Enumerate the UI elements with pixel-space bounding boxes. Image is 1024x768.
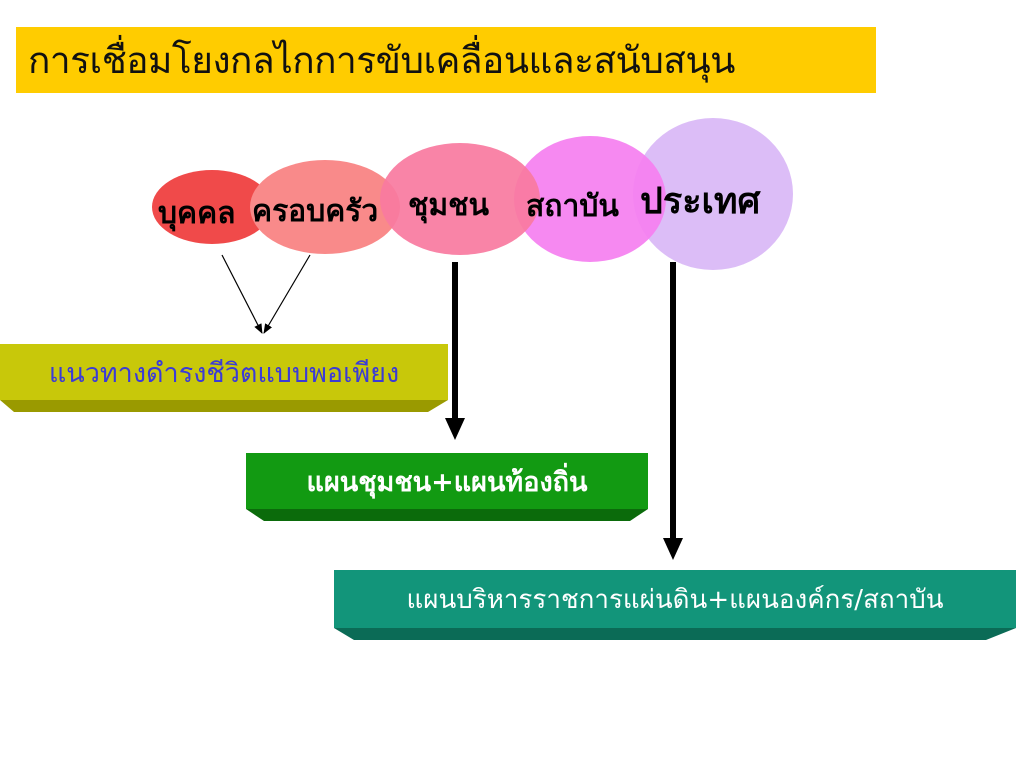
title-banner: การเชื่อมโยงกลไกการขับเคลื่อนและสนับสนุน: [16, 27, 876, 93]
banner-lip: [246, 509, 648, 521]
arrowhead-community: [445, 418, 465, 440]
page-title: การเชื่อมโยงกลไกการขับเคลื่อนและสนับสนุน: [28, 38, 735, 82]
node-community: [380, 143, 540, 255]
banner-lip: [334, 628, 1016, 640]
connector-individual-to-sufficiency: [221, 254, 263, 334]
output-community-plan-label: แผนชุมชน+แผนท้องถิ่น: [306, 466, 588, 498]
output-national-plan-label: แผนบริหารราชการแผ่นดิน+แผนองค์กร/สถาบัน: [406, 584, 944, 615]
output-community-local-plan: แผนชุมชน+แผนท้องถิ่น: [246, 453, 648, 521]
label-community: ชุมชน: [408, 188, 490, 223]
arrowhead-country: [663, 538, 683, 560]
output-sufficiency-way-of-life: แนวทางดำรงชีวิตแบบพอเพียง: [0, 344, 448, 412]
output-sufficiency-label: แนวทางดำรงชีวิตแบบพอเพียง: [48, 357, 400, 389]
label-country: ประเทศ: [640, 181, 761, 222]
connector-family-to-sufficiency: [263, 254, 311, 334]
node-family: [250, 160, 400, 254]
label-individual: บุคคล: [158, 196, 236, 231]
banner-lip: [0, 400, 448, 412]
output-national-admin-plan: แผนบริหารราชการแผ่นดิน+แผนองค์กร/สถาบัน: [334, 570, 1016, 640]
label-institution: สถาบัน: [526, 189, 619, 224]
label-family: ครอบครัว: [252, 194, 379, 229]
